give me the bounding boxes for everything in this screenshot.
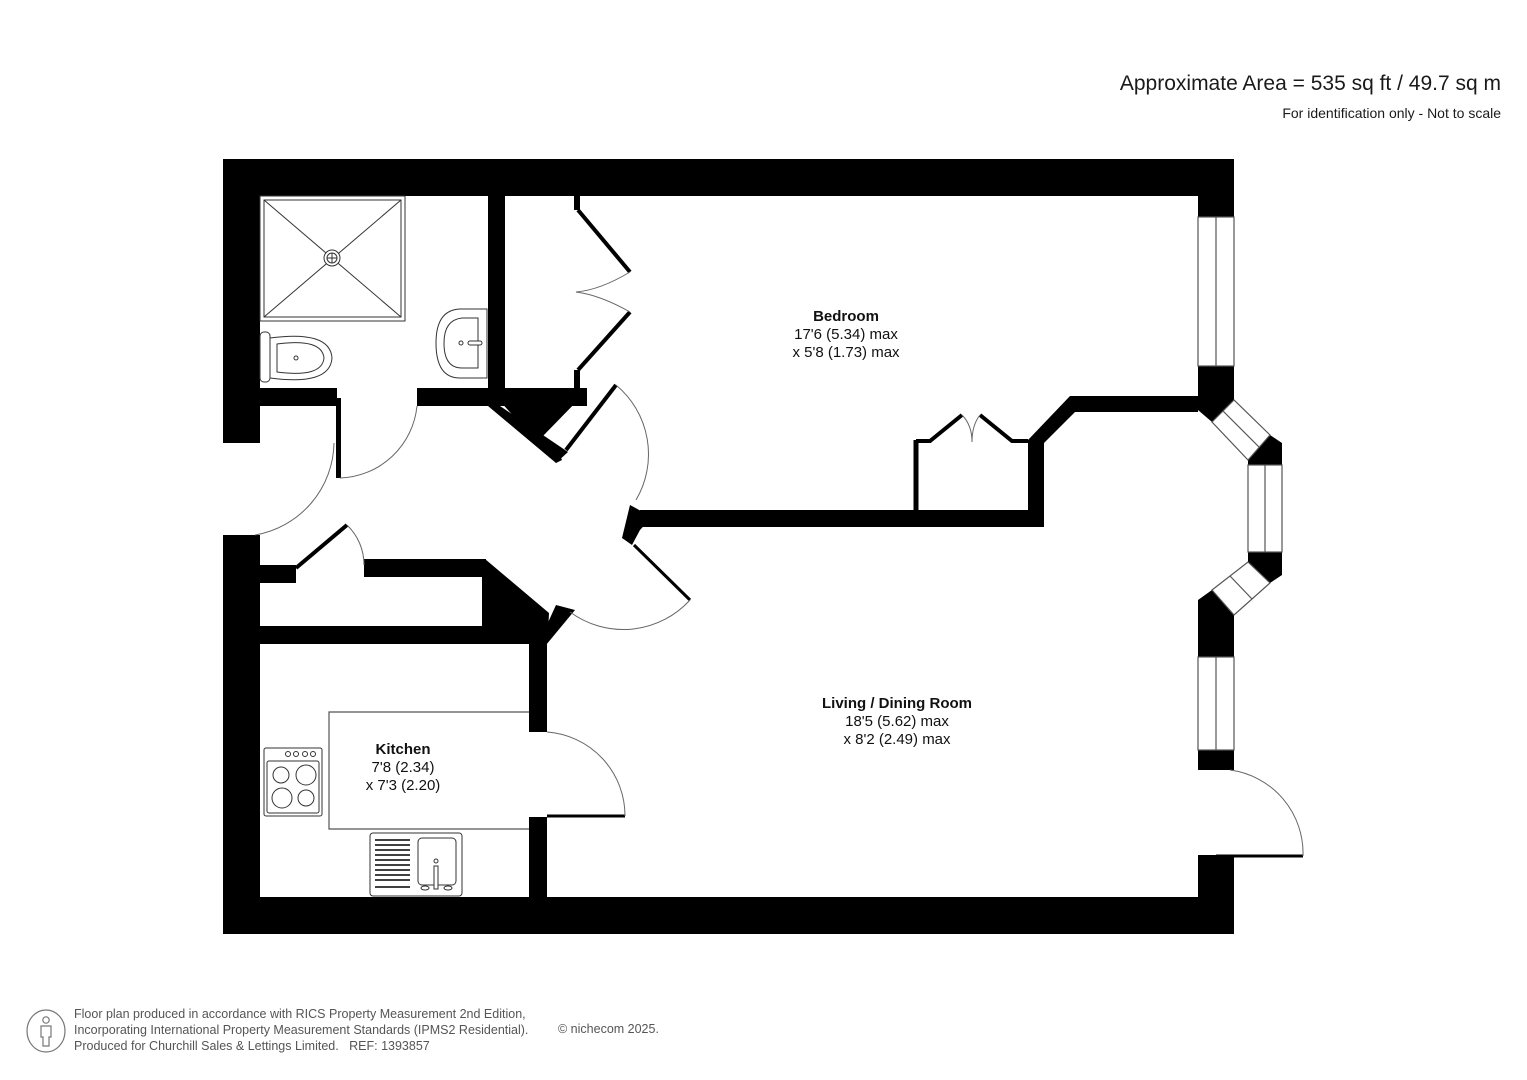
kitchen-worktop [328, 711, 529, 830]
room-dim-2: x 8'2 (2.49) max [843, 731, 951, 748]
approximate-area: Approximate Area = 535 sq ft / 49.7 sq m [1119, 72, 1501, 95]
room-dim-1: 7'8 (2.34) [371, 759, 435, 776]
shower-tray [259, 195, 406, 322]
room-dim-1: 17'6 (5.34) max [794, 326, 898, 343]
windows [1197, 216, 1283, 751]
walls [223, 159, 1282, 934]
footer-line-3: Produced for Churchill Sales & Lettings … [74, 1039, 430, 1053]
room-name: Bedroom [813, 308, 879, 325]
room-name: Living / Dining Room [822, 695, 972, 712]
room-kitchen: Kitchen 7'8 (2.34) x 7'3 (2.20) [366, 741, 441, 795]
footer-text: Floor plan produced in accordance with R… [74, 1006, 528, 1054]
room-living-dining: Living / Dining Room 18'5 (5.62) max x 8… [822, 695, 972, 749]
doors [254, 208, 1304, 858]
room-dim-2: x 5'8 (1.73) max [792, 344, 900, 361]
room-dim-1: 18'5 (5.62) max [845, 713, 949, 730]
person-icon [26, 1009, 66, 1053]
room-name: Kitchen [375, 741, 431, 758]
footer-line-1: Floor plan produced in accordance with R… [74, 1007, 526, 1021]
footer-line-2: Incorporating International Property Mea… [74, 1023, 529, 1037]
room-bedroom: Bedroom 17'6 (5.34) max x 5'8 (1.73) max [792, 308, 899, 362]
wash-basin [435, 308, 488, 379]
toilet [259, 331, 333, 383]
hob-oven [263, 747, 323, 817]
room-dim-2: x 7'3 (2.20) [365, 777, 441, 794]
sink-drainer [369, 832, 463, 897]
disclaimer: For identification only - Not to scale [1282, 105, 1501, 121]
copyright: © nichecom 2025. [558, 1022, 659, 1036]
